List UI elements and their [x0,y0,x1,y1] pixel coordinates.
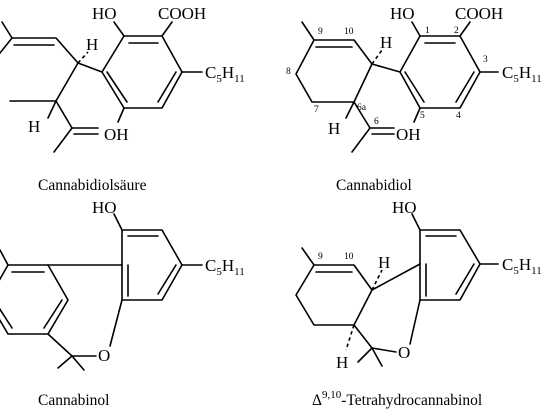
atom-number: 3 [483,55,488,65]
ring-fusion-bond [371,263,421,291]
isopropenyl-bond [55,100,73,129]
hydroxyl-label-bottom: OH [104,125,129,144]
isopropenyl-methyl [53,127,73,153]
pentyl-label: C5H11 [205,63,245,85]
aromatic-ring [419,229,481,301]
benzene-inner-bond [157,71,177,103]
isopropenyl-bond [353,101,371,129]
molecule-tetrahydrocannabinol: HO O H H C5H11 9 10 Δ9,10-Tetrahydrocann… [295,198,542,409]
hydroxyl-bond [411,213,421,231]
hydrogen-label-bottom: H [328,119,340,138]
biaryl-bond [77,62,103,73]
isopropenyl-methyl [351,127,371,153]
stereo-bond-top [77,51,89,64]
hydrogen-label-top: H [380,33,392,52]
molecule-cannabidiolsaeure: HO COOH H OH H C5H11 Cannabidiolsäure [0,4,245,194]
hydroxyl-label-top: HO [392,198,417,217]
atom-number: 7 [314,105,319,115]
atom-number: 9 [318,252,323,262]
methyl-bond [0,249,9,266]
molecule-caption: Cannabinol [38,392,109,409]
molecule-caption: Cannabidiolsäure [38,177,147,194]
gem-dimethyl [371,347,383,367]
gem-dimethyl [57,355,73,369]
hydrogen-label-bottom: H [28,117,40,136]
hydroxyl-label-bottom: OH [396,125,421,144]
pentyl-label: C5H11 [205,256,245,278]
pyran-bond [353,324,373,349]
carboxyl-label: COOH [158,4,206,23]
atom-number: 5 [420,111,425,121]
methyl-bond [301,21,315,41]
hydroxyl-label-top: HO [390,4,415,23]
biaryl-bond [371,63,401,73]
atom-number: 6a [357,103,367,113]
benzene-inner-bond [106,71,128,103]
aromatic-ring-left [0,264,69,335]
carboxyl-label: COOH [455,4,503,23]
ring-inner-bond [43,299,63,329]
atom-number: 9 [318,27,323,37]
benzene-ring [101,35,183,109]
pyran-bond [109,299,123,347]
molecule-cannabidiol: HO COOH H OH H C5H11 9 10 8 7 6a 6 1 2 3… [286,4,542,194]
gem-dimethyl [71,355,85,371]
ring-inner-bond [157,264,177,295]
hydroxyl-bond [113,21,125,37]
hydroxyl-label-top: HO [92,198,117,217]
atom-number: 8 [286,67,291,77]
stereo-bond-top [371,49,383,65]
hydrogen-label-bottom: H [336,353,348,372]
aromatic-ring-right [121,229,183,301]
benzene-ring [399,35,481,109]
ring-inner-bond [455,263,475,295]
pyran-bond [409,299,421,345]
carboxyl-bond [161,21,173,37]
hydrogen-label-top: H [378,253,390,272]
hydroxyl-bond [113,213,123,231]
stereo-bond-bottom [47,100,57,119]
cyclohexene-ring [295,39,373,103]
pentyl-label: C5H11 [502,255,542,277]
stereo-bond-bottom [345,101,355,119]
methyl-bond [1,21,13,39]
hydroxyl-bond [117,107,125,123]
atom-number: 10 [344,27,354,37]
pyran-bond [371,347,397,353]
cyclohexene-ring [0,37,79,102]
hydroxyl-label-top: HO [92,4,117,23]
pentyl-label: C5H11 [502,63,542,85]
hydroxyl-bond [413,107,421,123]
methyl-bond [301,247,315,266]
cyclohexene-ring [295,264,373,326]
molecule-caption: Cannabidiol [336,177,412,194]
hydrogen-label-top: H [86,35,98,54]
atom-number: 4 [456,111,461,121]
molecule-caption: Δ9,10-Tetrahydrocannabinol [312,389,482,409]
atom-number: 1 [425,26,430,36]
pyran-bond [47,333,73,357]
gem-dimethyl [357,347,373,363]
atom-number: 10 [344,252,354,262]
benzene-inner-bond [455,71,475,103]
carboxyl-bond [459,21,471,37]
hydroxyl-bond [411,21,421,37]
benzene-inner-bond [404,71,425,103]
ring-oxygen-label: O [98,346,110,365]
molecule-cannabinol: HO O C5H11 Cannabinol [0,198,245,409]
stereo-bond-bottom [345,324,355,351]
atom-number: 6 [374,117,379,127]
ring-oxygen-label: O [398,343,410,362]
atom-number: 2 [454,26,459,36]
ring-inner-bond [0,307,13,329]
